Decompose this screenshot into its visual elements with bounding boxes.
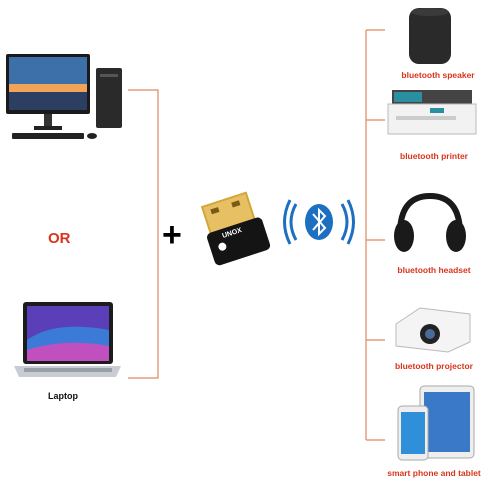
device-label-projector: bluetooth projector: [395, 361, 473, 371]
bluetooth-icon: [282, 196, 356, 248]
device-label-speaker: bluetooth speaker: [401, 70, 475, 80]
laptop-icon: [10, 300, 125, 385]
laptop-label: Laptop: [48, 391, 78, 401]
device-label-printer: bluetooth printer: [400, 151, 468, 161]
phone-tablet-icon: [396, 384, 478, 464]
device-label-headset: bluetooth headset: [397, 265, 471, 275]
speaker-icon: [405, 6, 455, 66]
plus-sign: +: [162, 216, 182, 254]
headset-icon: [390, 190, 470, 256]
or-label: OR: [48, 230, 71, 247]
desktop-computer-icon: [0, 40, 130, 150]
device-label-phone-tablet: smart phone and tablet: [387, 468, 481, 478]
printer-icon: [386, 86, 478, 140]
projector-icon: [390, 302, 474, 356]
usb-bluetooth-adapter-icon: UNOX: [192, 190, 284, 268]
